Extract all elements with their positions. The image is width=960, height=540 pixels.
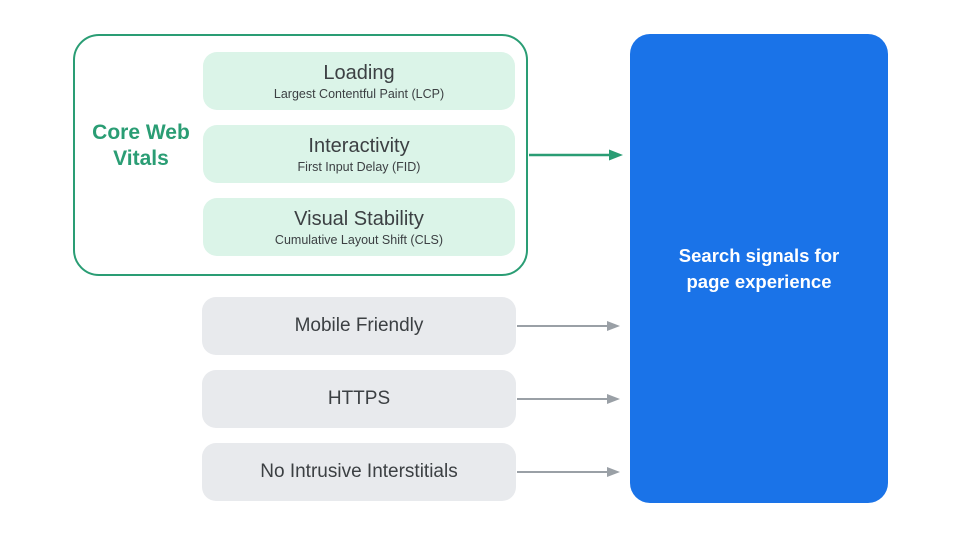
- vital-title: Loading: [323, 61, 395, 84]
- signal-pill-mobile-friendly: Mobile Friendly: [202, 297, 516, 355]
- result-label: Search signals for page experience: [678, 244, 840, 292]
- vital-pill-loading: Loading Largest Contentful Paint (LCP): [203, 52, 515, 110]
- vital-title: Visual Stability: [294, 207, 424, 230]
- signal-label: Mobile Friendly: [294, 315, 424, 336]
- arrow-mobile-friendly-icon: [517, 321, 620, 331]
- arrow-no-intrusive-interstitials-icon: [517, 467, 620, 477]
- vital-subtitle: Largest Contentful Paint (LCP): [273, 86, 445, 101]
- signal-pill-https: HTTPS: [202, 370, 516, 428]
- vital-pill-visual-stability: Visual Stability Cumulative Layout Shift…: [203, 198, 515, 256]
- signal-label: No Intrusive Interstitials: [260, 461, 458, 482]
- vital-pill-interactivity: Interactivity First Input Delay (FID): [203, 125, 515, 183]
- vital-title: Interactivity: [308, 134, 410, 157]
- arrow-https-icon: [517, 394, 620, 404]
- signal-label: HTTPS: [327, 388, 391, 409]
- vital-subtitle: Cumulative Layout Shift (CLS): [274, 232, 444, 247]
- vital-subtitle: First Input Delay (FID): [297, 159, 421, 174]
- core-web-vitals-label: Core Web Vitals: [92, 121, 190, 170]
- arrow-core-web-vitals-icon: [529, 149, 623, 161]
- result-box: Search signals for page experience: [630, 34, 888, 503]
- signal-pill-no-intrusive-interstitials: No Intrusive Interstitials: [202, 443, 516, 501]
